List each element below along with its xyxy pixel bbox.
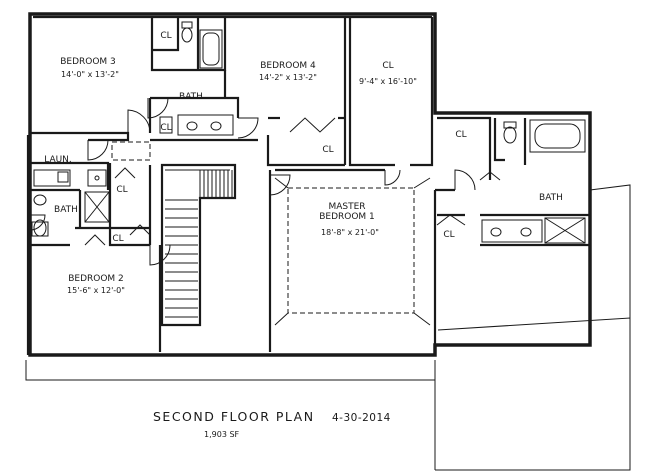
master-label-line1: MASTER — [328, 202, 365, 212]
closet-label-7: CL — [443, 230, 454, 240]
closet-label-2: CL — [160, 123, 171, 133]
bedroom2-dims: 15'-6" x 12'-0" — [67, 286, 125, 295]
title-block: SECOND FLOOR PLAN 4-30-2014 1,903 SF — [153, 409, 391, 439]
bedroom3-dims: 14'-0" x 13'-2" — [61, 70, 119, 79]
hall-bath-label: BATH — [179, 92, 203, 102]
exterior-walls — [26, 12, 592, 357]
door-swings — [29, 97, 501, 266]
bedroom4-label: BEDROOM 4 — [260, 61, 316, 71]
bedroom4-dims: 14'-2" x 13'-2" — [259, 73, 317, 82]
fixtures — [31, 21, 586, 244]
laundry-label: LAUN. — [44, 155, 72, 165]
big-closet-dims: 9'-4" x 16'-10" — [359, 77, 417, 86]
master-bath-label: BATH — [539, 193, 563, 203]
tray-ceiling — [274, 177, 431, 326]
closet-label-6: CL — [455, 130, 466, 140]
bedroom2-label: BEDROOM 2 — [68, 274, 124, 284]
plan-title: SECOND FLOOR PLAN — [153, 409, 315, 424]
plan-date: 4-30-2014 — [332, 412, 391, 424]
deck-outline — [25, 184, 631, 471]
master-dims: 18'-8" x 21'-0" — [321, 228, 379, 237]
plan-area: 1,903 SF — [204, 430, 240, 439]
closet-label-1: CL — [160, 31, 171, 41]
staircase — [165, 170, 233, 318]
interior-walls — [30, 17, 590, 352]
closet-label-5: CL — [112, 234, 123, 244]
lower-bath-label: BATH — [54, 205, 78, 215]
closet-label-3: CL — [322, 145, 333, 155]
closet-label-4: CL — [116, 185, 127, 195]
room-labels: BEDROOM 3 14'-0" x 13'-2" BEDROOM 4 14'-… — [44, 31, 563, 295]
big-closet-label: CL — [382, 61, 393, 71]
bedroom3-label: BEDROOM 3 — [60, 57, 116, 67]
master-label-line2: BEDROOM 1 — [319, 212, 375, 222]
